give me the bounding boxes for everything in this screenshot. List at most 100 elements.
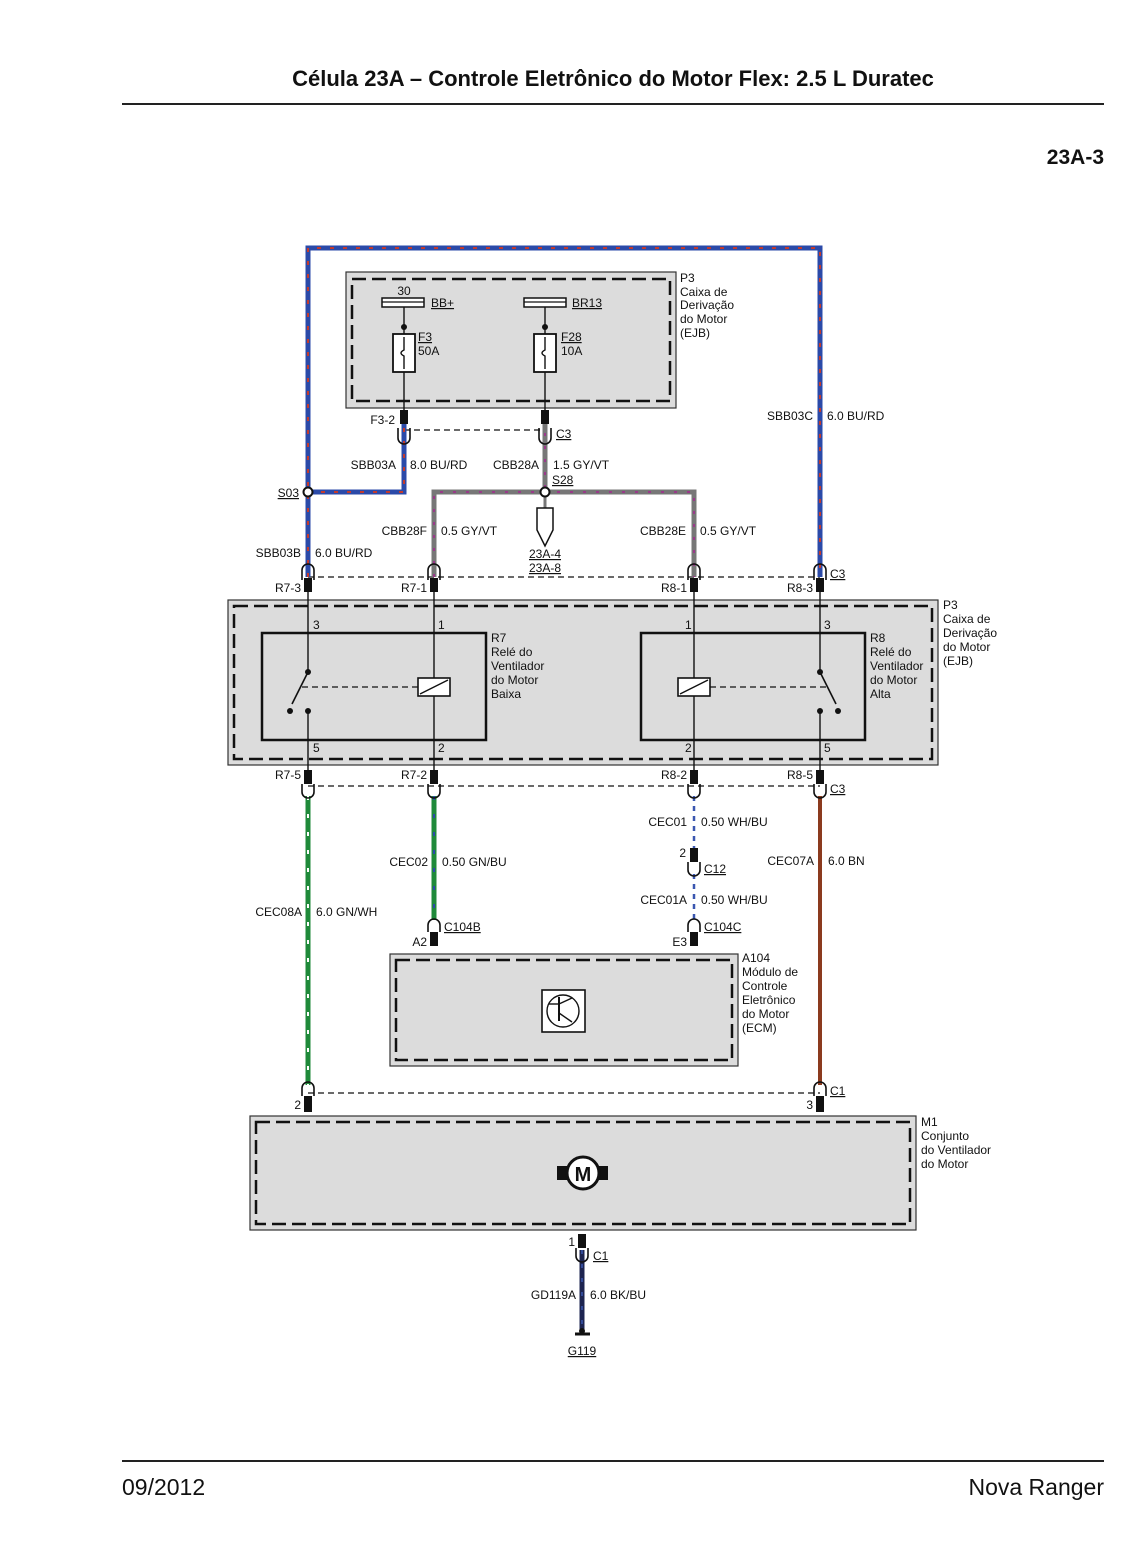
connector-c1-bottom-label: C1 [593,1249,609,1263]
connector-c104b-pin: A2 [412,935,427,949]
bus-br13-label: BR13 [572,296,602,310]
relay-r8-pin-1: 1 [685,618,692,632]
connector-r8-5-icon [813,770,827,799]
wire-sbb03a-stripe [308,420,405,493]
wire-sbb03c-label: SBB03C [767,409,813,423]
wire-cbb28a-spec: 1.5 GY/VT [553,458,610,472]
wire-gd119a-label: GD119A [531,1288,576,1302]
relay-box-name-2: Derivação [943,626,997,640]
wire-sbb03a-spec: 8.0 BU/RD [410,458,468,472]
relay-box-name-1: Caixa de [943,612,991,626]
top-box-name-1: Caixa de [680,285,728,299]
connector-r8-2-icon [687,770,701,799]
fuse-f3-rating: 50A [418,344,439,358]
wire-sbb03b-label: SBB03B [256,546,301,560]
connector-r7-1-icon [427,563,441,592]
top-box-name-2: Derivação [680,298,734,312]
wire-cec01a-spec: 0.50 WH/BU [701,893,768,907]
wire-cec01-label: CEC01 [648,815,687,829]
connector-r8-1-icon [687,563,701,592]
connector-symbols [301,410,827,1263]
connector-c1-pin3: 3 [806,1098,813,1112]
relay-r8-name-1: Relé do [870,645,912,659]
page-ref-23a-8: 23A-8 [529,561,561,575]
connector-r7-3-label: R7-3 [275,581,301,595]
relay-r7-id: R7 [491,631,507,645]
connector-c104c-icon [687,918,701,946]
wire-cbb28f-spec: 0.5 GY/VT [441,524,498,538]
ecm-name-2: Controle [742,979,788,993]
relay-r8-name-4: Alta [870,687,891,701]
connector-r7-1-label: R7-1 [401,581,427,595]
bus-bbplus-label: BB+ [431,296,454,310]
relay-r8-name-2: Ventilador [870,659,923,673]
connector-f3-2-label: F3-2 [370,413,395,427]
wire-cec08a-label: CEC08A [255,905,302,919]
connector-r7-2-label: R7-2 [401,768,427,782]
motor-box-outline [254,1120,912,1226]
relay-box-id: P3 [943,598,958,612]
ecm-name-3: Eletrônico [742,993,796,1007]
wire-sbb03b-spec: 6.0 BU/RD [315,546,373,560]
relay-junction-box-outline [232,604,934,761]
wire-cbb28e-label: CBB28E [640,524,686,538]
relay-r8-pin-3: 3 [824,618,831,632]
connector-c1-pin2: 2 [294,1098,301,1112]
relay-r8-pin-5: 5 [824,741,831,755]
wire-cec01-spec: 0.50 WH/BU [701,815,768,829]
footer-rule [122,1460,1104,1462]
connector-c12-icon [687,848,701,877]
relay-r7-name-3: do Motor [491,673,538,687]
relay-r7-pin-1: 1 [438,618,445,632]
connector-c3-top-label: C3 [556,427,572,441]
connector-c1-bottom-icon [575,1234,589,1263]
page-code: 23A-3 [1046,146,1104,169]
connector-c3-top-icon [538,410,552,445]
connector-c104c-pin: E3 [672,935,687,949]
ecm-id: A104 [742,951,770,965]
wire-cec02-spec: 0.50 GN/BU [442,855,507,869]
wire-sbb03-loop-stripe [307,247,821,577]
ground-g119-label: G119 [568,1344,597,1358]
relay-r7-name-4: Baixa [491,687,521,701]
fuse-f28-rating: 10A [561,344,582,358]
connector-r7-5-icon [301,770,315,799]
page-ref-23a-4: 23A-4 [529,547,561,561]
wire-cbb28f-label: CBB28F [382,524,427,538]
ecm-name-5: (ECM) [742,1021,777,1035]
wire-cbb28a-label: CBB28A [493,458,539,472]
fuse-f28-icon [533,333,557,373]
top-box-name-3: do Motor [680,312,727,326]
relay-r7-pin-3: 3 [313,618,320,632]
wire-sbb03a-label: SBB03A [351,458,396,472]
wire-cbb28-branch [431,489,697,577]
motor-name-1: Conjunto [921,1129,969,1143]
connector-r7-5-label: R7-5 [275,768,301,782]
wire-sbb03c-spec: 6.0 BU/RD [827,409,885,423]
header-rule [122,103,1104,105]
relay-r7-name-1: Relé do [491,645,533,659]
relay-r7-name-2: Ventilador [491,659,544,673]
ecm-name-4: do Motor [742,1007,789,1021]
top-box-id: P3 [680,271,695,285]
fuse-f3-label: F3 [418,330,432,344]
connector-c104b-label: C104B [444,920,481,934]
connector-c104b-icon [427,918,441,946]
connector-c1-pin3-icon [813,1081,827,1112]
relay-r8-outline [639,631,867,742]
relay-r8-icon [677,669,841,714]
connector-c1-pin1: 1 [568,1235,575,1249]
relay-r8-name-3: do Motor [870,673,917,687]
wire-cec08a-spec: 6.0 GN/WH [316,905,377,919]
wire-cec07a-spec: 6.0 BN [828,854,865,868]
connector-f3-2-icon [397,410,411,445]
connector-r8-3-label: R8-3 [787,581,813,595]
connector-c1-top-label: C1 [830,1084,846,1098]
connector-r7-2-icon [427,770,441,799]
splice-s28-icon [539,486,551,498]
motor-icon: M [557,1155,608,1191]
connector-c1-pin2-icon [301,1081,315,1112]
connector-r8-1-label: R8-1 [661,581,687,595]
motor-name-3: do Motor [921,1157,968,1171]
wire-sbb03a [308,420,407,495]
